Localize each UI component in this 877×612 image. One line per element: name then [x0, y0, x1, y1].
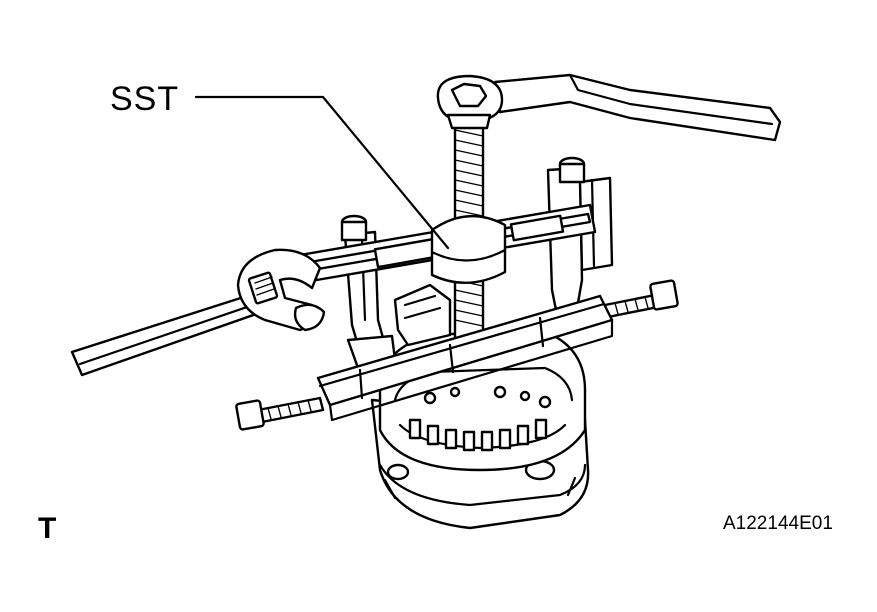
puller-leg-right — [546, 156, 614, 332]
adjustable-wrench — [70, 248, 326, 377]
handle-bar — [493, 73, 782, 142]
view-marker: T — [38, 512, 57, 545]
figure-id: A122144E01 — [723, 513, 833, 534]
hex-nut — [436, 74, 504, 130]
clamp-plate — [316, 294, 614, 422]
clamp-bolt — [235, 279, 679, 431]
alternator — [370, 283, 590, 530]
sst-callout-label: SST — [110, 80, 180, 118]
sst-leader-line — [194, 95, 450, 250]
